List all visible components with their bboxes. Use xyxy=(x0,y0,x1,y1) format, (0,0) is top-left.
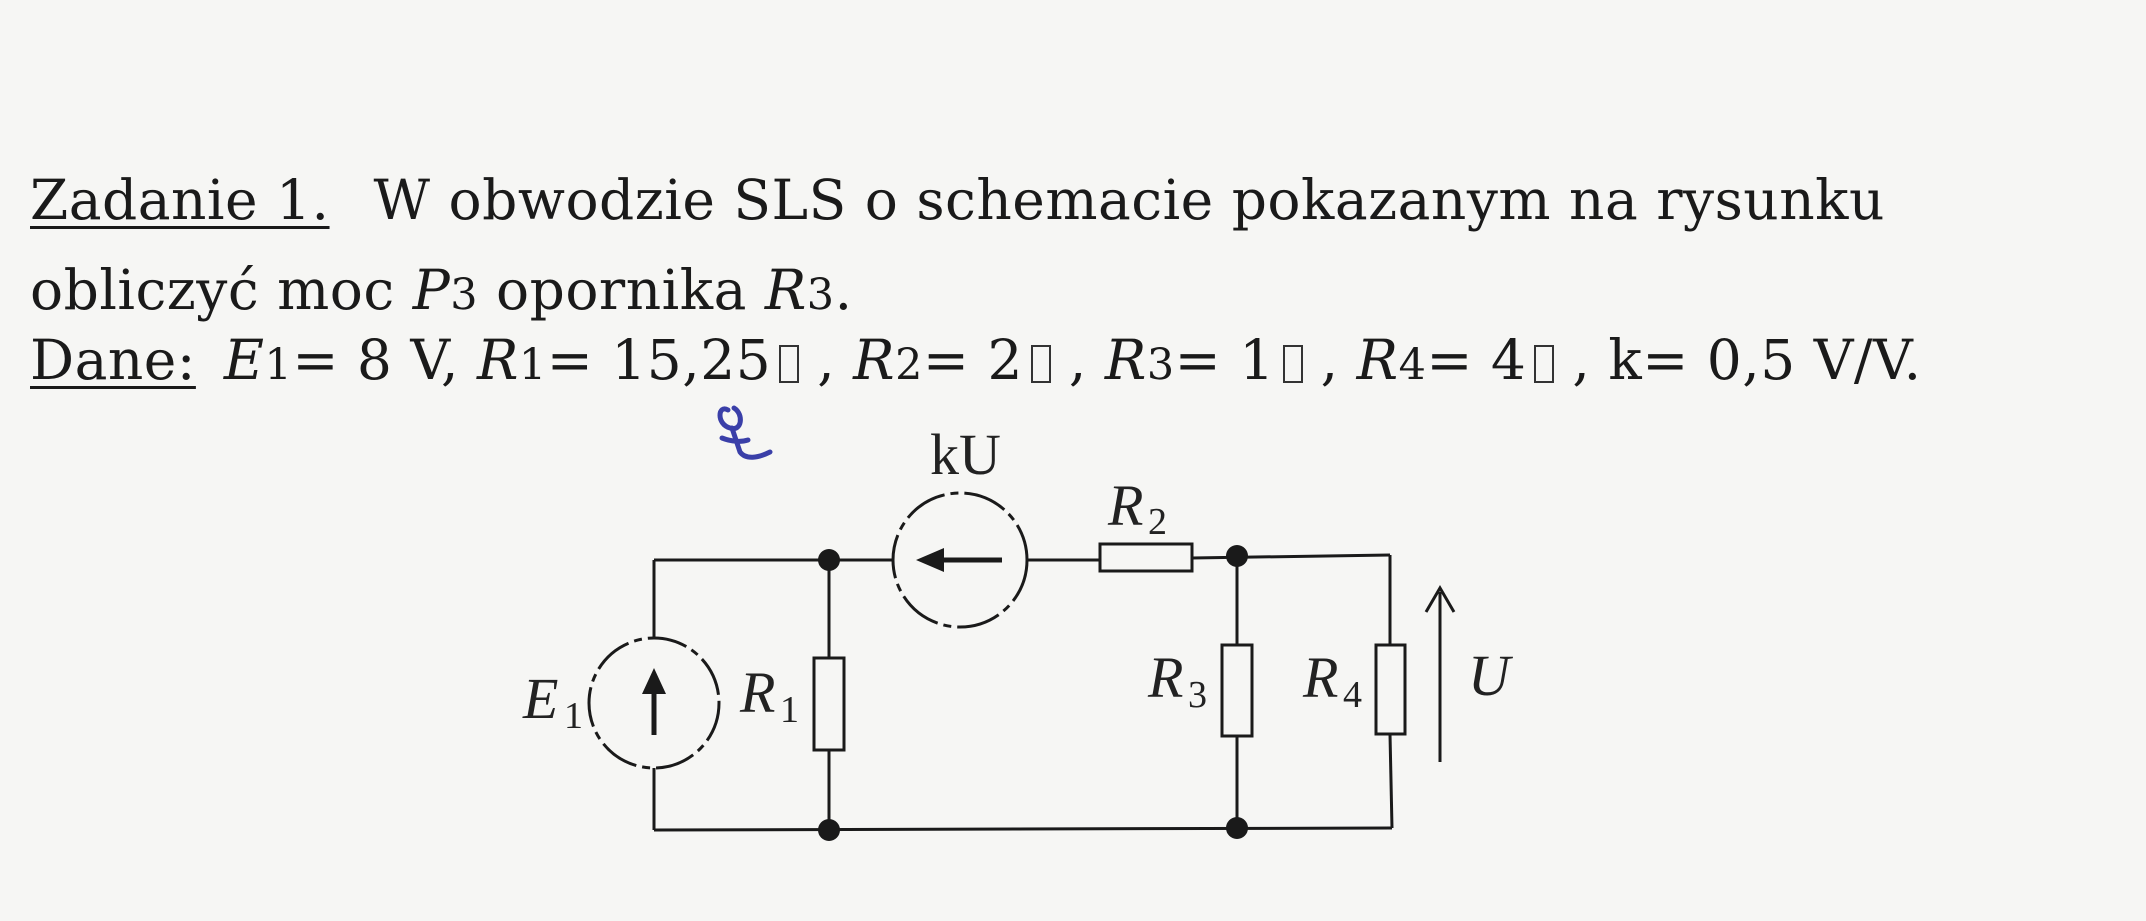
task-line-1: Zadanie 1. W obwodzie SLS o schemacie pok… xyxy=(30,165,1885,235)
resistor-r1-icon xyxy=(812,656,846,752)
given-e1-symbol: E xyxy=(223,328,265,392)
label-r2: R xyxy=(1107,473,1143,538)
given-e1-value: = 8 V, xyxy=(292,328,477,392)
given-r3-subscript: 3 xyxy=(1146,340,1175,390)
given-e1-subscript: 1 xyxy=(264,340,293,390)
given-r2-value: = 2 xyxy=(922,328,1023,392)
resistor-r3-icon xyxy=(1220,643,1254,738)
label-u: U xyxy=(1468,643,1514,708)
given-sep-1: , xyxy=(799,328,836,392)
task-line-2: obliczyć moc P3 opornika R3. xyxy=(30,255,853,330)
missing-glyph-box-icon xyxy=(1030,345,1051,383)
given-r1-subscript: 1 xyxy=(518,340,547,390)
given-line: Dane:E1= 8 V, R1= 15,25 , R2= 2 , R3= 1 … xyxy=(30,325,1922,400)
voltage-arrow-u-icon xyxy=(1424,585,1456,762)
given-r1-symbol: R xyxy=(476,328,519,392)
task-label: Zadanie 1. xyxy=(30,168,330,232)
label-r4-sub: 4 xyxy=(1343,674,1362,716)
node-dot-icon xyxy=(818,549,840,571)
given-r1-value: = 15,25 xyxy=(546,328,772,392)
label-r2-sub: 2 xyxy=(1148,501,1167,543)
missing-glyph-box-icon xyxy=(1534,345,1555,383)
circuit-wires xyxy=(652,553,1394,832)
r3-subscript: 3 xyxy=(806,270,835,320)
node-dot-icon xyxy=(1226,545,1248,567)
source-e1-icon xyxy=(587,636,721,770)
label-r4: R xyxy=(1302,645,1338,710)
label-r1: R xyxy=(739,660,775,725)
r3-symbol: R xyxy=(764,258,807,322)
task-text-line1: W obwodzie SLS o schemacie pokazanym na … xyxy=(373,168,1885,232)
given-r3-symbol: R xyxy=(1104,328,1147,392)
node-dot-icon xyxy=(818,819,840,841)
circuit-nodes xyxy=(818,545,1248,841)
given-r3-value: = 1 xyxy=(1174,328,1275,392)
given-k-value: , k= 0,5 V/V. xyxy=(1554,328,1922,392)
task-text-2b: opornika xyxy=(478,258,765,322)
resistor-r2-icon xyxy=(1098,542,1194,573)
controlled-source-ku-icon xyxy=(891,491,1029,629)
p3-subscript: 3 xyxy=(450,270,479,320)
label-r1-sub: 1 xyxy=(780,689,799,731)
task-text-2a: obliczyć moc xyxy=(30,258,413,322)
given-r2-subscript: 2 xyxy=(895,340,923,390)
label-r3: R xyxy=(1147,645,1183,710)
resistor-r4-icon xyxy=(1374,643,1407,736)
given-sep-3: , xyxy=(1302,328,1339,392)
task-text-2-end: . xyxy=(834,258,853,322)
given-label: Dane: xyxy=(30,328,196,392)
pen-mark-icon xyxy=(717,405,773,460)
given-r2-symbol: R xyxy=(853,328,896,392)
given-r4-symbol: R xyxy=(1356,328,1399,392)
label-ku: kU xyxy=(930,422,1001,487)
label-e1-sub: 1 xyxy=(564,695,583,737)
missing-glyph-box-icon xyxy=(779,345,800,383)
node-dot-icon xyxy=(1226,817,1248,839)
missing-glyph-box-icon xyxy=(1282,345,1303,383)
label-r3-sub: 3 xyxy=(1188,674,1207,716)
given-r4-subscript: 4 xyxy=(1398,340,1427,390)
p3-symbol: P xyxy=(412,258,451,322)
given-r4-value: = 4 xyxy=(1426,328,1527,392)
given-sep-2: , xyxy=(1050,328,1087,392)
label-e1: E xyxy=(522,666,558,731)
